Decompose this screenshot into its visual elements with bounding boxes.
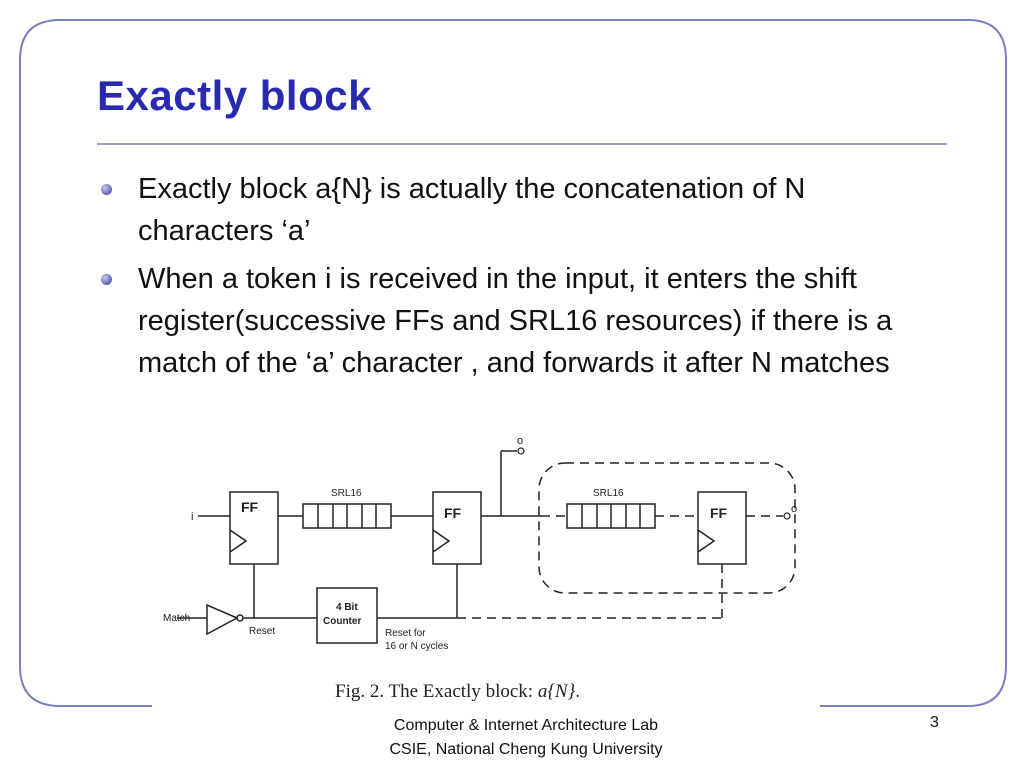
footer-university: CSIE, National Cheng Kung University [389,741,663,758]
slide-title: Exactly block [97,72,372,119]
counter-label: Counter [323,616,361,627]
bullet-text: When a token i is received in the input,… [138,263,893,379]
bullet-text: Exactly block a{N} is actually the conca… [138,173,806,247]
counter-label: 4 Bit [336,602,358,613]
srl-label: SRL16 [593,488,624,499]
bullet-item: When a token i is received in the input,… [100,258,940,384]
output-label: o [791,503,797,515]
footer-lab: Computer & Internet Architecture Lab [393,717,659,734]
ff-label: FF [710,505,728,521]
output-label: o [517,438,523,447]
bullet-item: Exactly block a{N} is actually the conca… [100,168,940,252]
bullet-list: Exactly block a{N} is actually the conca… [100,168,940,390]
ff-label: FF [444,505,462,521]
bullet-dot-icon [101,274,112,285]
srl-label: SRL16 [331,488,362,499]
reset-note: Reset for [385,628,426,639]
reset-label: Reset [249,626,275,637]
ff-label: FF [241,499,259,515]
caption-suffix: . [575,681,580,702]
title-divider [97,143,947,145]
figure-caption: Fig. 2. The Exactly block: a{N}. [335,681,580,703]
page-number: 3 [930,714,939,731]
bullet-dot-icon [101,184,112,195]
caption-math: a{N} [537,681,576,702]
circuit-figure: FF FF FF SRL16 SRL16 i o o Match Reset 4… [155,435,815,708]
reset-note: 16 or N cycles [385,641,448,652]
match-label: Match [163,613,190,624]
footer: Computer & Internet Architecture Lab CSI… [326,714,726,762]
input-label: i [191,511,193,523]
caption-prefix: Fig. 2. The Exactly block: [335,681,538,702]
exactly-block-diagram: FF FF FF SRL16 SRL16 i o o Match Reset 4… [163,435,797,652]
